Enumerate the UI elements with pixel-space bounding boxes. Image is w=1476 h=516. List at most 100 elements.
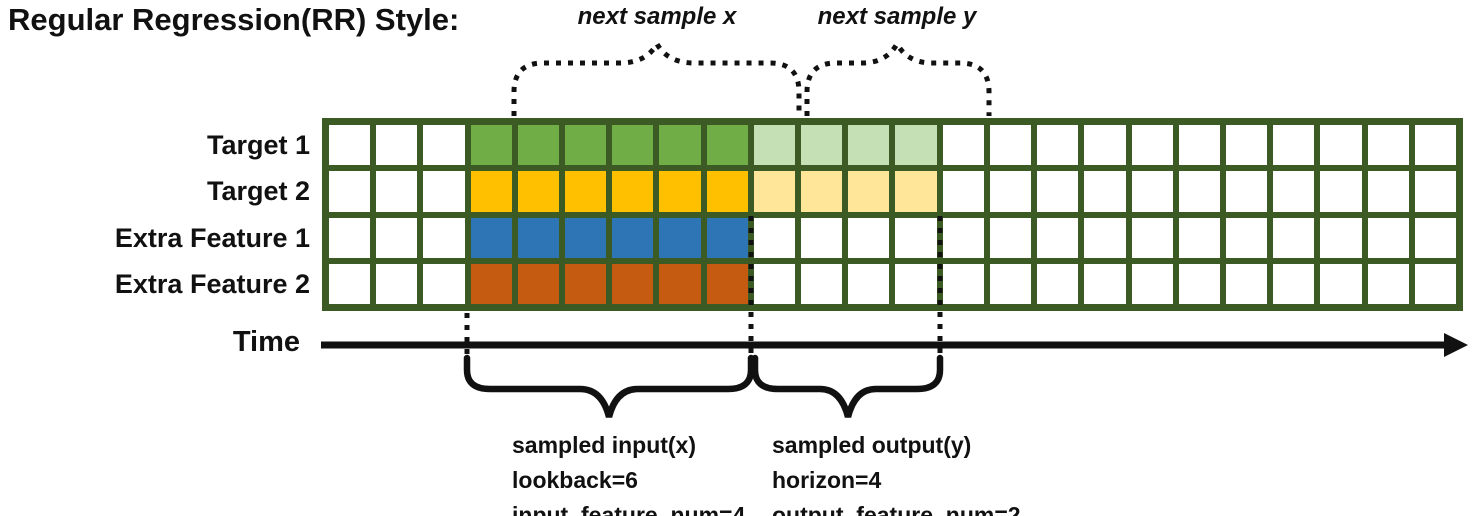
grid-cell bbox=[517, 125, 560, 166]
grid-cell bbox=[801, 171, 843, 212]
grid-cell bbox=[706, 171, 748, 212]
next-sample-y-brace bbox=[804, 39, 992, 116]
grid-cell bbox=[376, 125, 418, 166]
grid-cell bbox=[517, 171, 560, 212]
grid-cell bbox=[1225, 125, 1268, 166]
grid-cell bbox=[1367, 263, 1409, 304]
grid-cell bbox=[706, 217, 748, 258]
grid-cell bbox=[801, 263, 843, 304]
grid-cell bbox=[706, 263, 748, 304]
grid-cell bbox=[1084, 171, 1126, 212]
grid-cell bbox=[565, 263, 607, 304]
grid-cell bbox=[1273, 171, 1315, 212]
grid-cell bbox=[376, 263, 418, 304]
grid-cell bbox=[1178, 217, 1220, 258]
grid-cell bbox=[1414, 171, 1456, 212]
grid-cell bbox=[1084, 263, 1126, 304]
time-axis-arrowhead bbox=[1444, 333, 1468, 357]
grid-cell bbox=[329, 125, 371, 166]
horizon-value: horizon=4 bbox=[772, 467, 882, 493]
grid-cell bbox=[423, 171, 465, 212]
grid-cell bbox=[1225, 171, 1268, 212]
grid-cell bbox=[895, 125, 937, 166]
grid-cell bbox=[517, 217, 560, 258]
grid-cell bbox=[942, 263, 984, 304]
grid-cell bbox=[848, 217, 890, 258]
row-label-extra-feature-2: Extra Feature 2 bbox=[114, 269, 310, 299]
next-sample-y-label: next sample y bbox=[817, 3, 977, 30]
grid-cell bbox=[1414, 217, 1456, 258]
grid-cell bbox=[848, 125, 890, 166]
grid-cell bbox=[423, 263, 465, 304]
grid-cell bbox=[895, 171, 937, 212]
grid-cell bbox=[1131, 217, 1173, 258]
grid-cell bbox=[1225, 217, 1268, 258]
grid-cell bbox=[895, 217, 937, 258]
sampled-input-title: sampled input(x) bbox=[512, 432, 697, 458]
grid-cell bbox=[753, 217, 796, 258]
grid-cell bbox=[1367, 217, 1409, 258]
grid-cell bbox=[659, 171, 701, 212]
grid-cell bbox=[1178, 263, 1220, 304]
grid-cell bbox=[1037, 217, 1079, 258]
next-sample-x-brace bbox=[511, 39, 802, 116]
grid-cell bbox=[1037, 125, 1079, 166]
sampled-input-note: sampled input(x) lookback=6 input_featur… bbox=[512, 428, 812, 516]
diagram-title: Regular Regression(RR) Style: bbox=[8, 2, 460, 37]
grid-cell bbox=[612, 171, 654, 212]
grid-cell bbox=[1037, 171, 1079, 212]
grid-cell bbox=[329, 171, 371, 212]
grid-cell bbox=[1131, 125, 1173, 166]
grid-cell bbox=[942, 217, 984, 258]
grid-cell bbox=[1320, 217, 1362, 258]
grid-cell bbox=[1225, 263, 1268, 304]
grid-cell bbox=[1367, 171, 1409, 212]
grid-cell bbox=[470, 171, 512, 212]
grid-cell bbox=[1084, 125, 1126, 166]
grid-cell bbox=[517, 263, 560, 304]
grid-cell bbox=[1273, 263, 1315, 304]
grid-cell bbox=[848, 171, 890, 212]
grid-cell bbox=[1178, 125, 1220, 166]
output-feature-num-value: output_feature_num=2 bbox=[772, 502, 1021, 516]
grid-cell bbox=[801, 125, 843, 166]
grid-cell bbox=[376, 171, 418, 212]
grid-cell bbox=[989, 217, 1032, 258]
grid-cell bbox=[612, 125, 654, 166]
grid-cell bbox=[1273, 217, 1315, 258]
grid-cell bbox=[423, 125, 465, 166]
next-sample-x-label: next sample x bbox=[577, 3, 737, 30]
grid-cell bbox=[376, 217, 418, 258]
grid-cell bbox=[753, 125, 796, 166]
lookback-value: lookback=6 bbox=[512, 467, 638, 493]
grid-cell bbox=[1178, 171, 1220, 212]
grid-cell bbox=[659, 263, 701, 304]
grid-cell bbox=[942, 125, 984, 166]
grid-cell bbox=[423, 217, 465, 258]
grid-cell bbox=[848, 263, 890, 304]
grid-cell bbox=[1320, 171, 1362, 212]
sampled-output-brace bbox=[751, 354, 944, 418]
grid-cell bbox=[1320, 125, 1362, 166]
grid-cell bbox=[1131, 263, 1173, 304]
grid-cell bbox=[329, 217, 371, 258]
grid-cell bbox=[565, 171, 607, 212]
timeseries-grid bbox=[322, 118, 1463, 311]
row-label-target-2: Target 2 bbox=[206, 176, 310, 206]
grid-cell bbox=[753, 263, 796, 304]
grid-cell bbox=[895, 263, 937, 304]
sampled-input-brace bbox=[463, 354, 755, 418]
grid-cell bbox=[989, 171, 1032, 212]
grid-cell bbox=[1414, 125, 1456, 166]
row-label-target-1: Target 1 bbox=[206, 130, 310, 160]
grid-cell bbox=[1273, 125, 1315, 166]
sampled-output-title: sampled output(y) bbox=[772, 432, 972, 458]
grid-cell bbox=[989, 263, 1032, 304]
row-label-extra-feature-1: Extra Feature 1 bbox=[114, 223, 310, 253]
grid-cell bbox=[753, 171, 796, 212]
grid-cell bbox=[612, 263, 654, 304]
input-feature-num-value: input_feature_num=4 bbox=[512, 502, 746, 516]
grid-cell bbox=[1037, 263, 1079, 304]
grid-cell bbox=[706, 125, 748, 166]
